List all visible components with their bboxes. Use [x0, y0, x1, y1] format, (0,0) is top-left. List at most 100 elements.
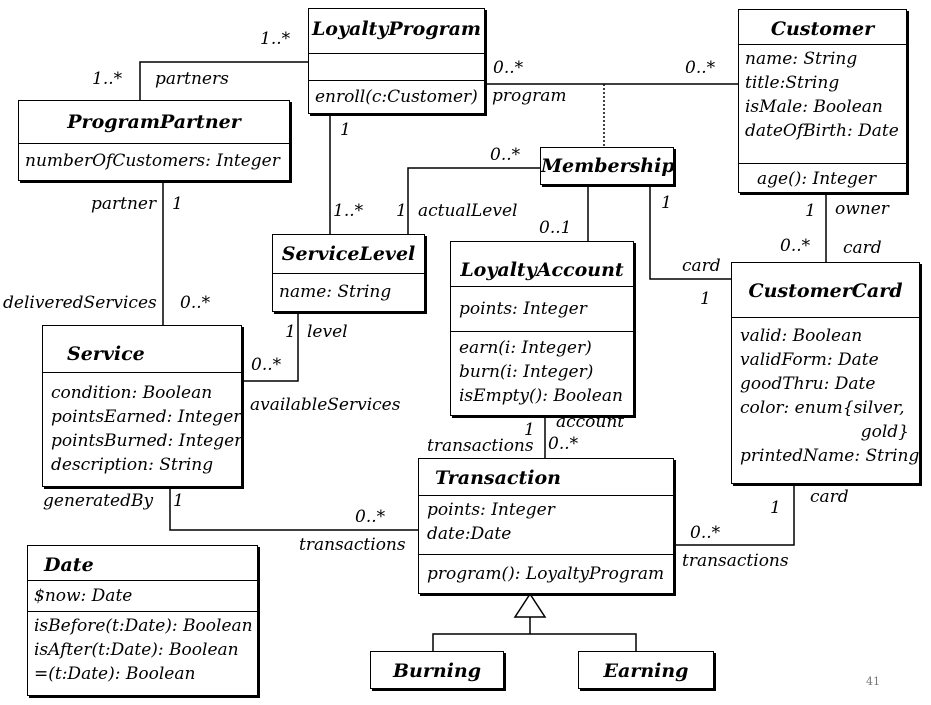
role-label: owner — [835, 199, 889, 219]
role-label: program — [492, 86, 567, 106]
operation-enroll: enroll(c:Customer) — [309, 80, 484, 113]
attribute: title:String — [745, 73, 840, 93]
role-label: level — [307, 322, 348, 342]
multiplicity-label: 1 — [285, 322, 296, 342]
operation: burn(i: Integer) — [459, 362, 594, 382]
class-name: LoyaltyAccount — [460, 259, 624, 281]
attribute: description: String — [51, 455, 214, 475]
multiplicity-label: 1 — [805, 201, 816, 221]
role-label: transactions — [427, 436, 534, 456]
class-customer-card: CustomerCard valid: Boolean validForm: D… — [731, 262, 920, 484]
class-burning: Burning — [370, 651, 504, 689]
role-label: generatedBy — [43, 491, 154, 511]
class-service: Service condition: Boolean pointsEarned:… — [42, 325, 242, 487]
attribute: goodThru: Date — [740, 374, 876, 394]
attribute-section: name: String title:String isMale: Boolea… — [739, 44, 906, 163]
class-name: CustomerCard — [748, 280, 903, 302]
attribute: pointsEarned: Integer — [51, 407, 242, 427]
attribute: validForm: Date — [740, 350, 879, 370]
multiplicity-label: 1 — [524, 420, 535, 440]
role-label: actualLevel — [418, 201, 518, 221]
class-name: Customer — [770, 18, 875, 40]
attribute: name: String — [745, 49, 858, 69]
role-label: transactions — [299, 535, 406, 555]
multiplicity-label: 1..* — [333, 201, 364, 221]
attribute: isMale: Boolean — [745, 97, 883, 117]
multiplicity-label: 1 — [340, 120, 351, 140]
multiplicity-label: 0..* — [548, 434, 579, 454]
attribute: $now: Date — [28, 580, 257, 611]
operation: isEmpty(): Boolean — [459, 386, 623, 406]
operation-section: earn(i: Integer) burn(i: Integer) isEmpt… — [451, 331, 633, 408]
multiplicity-label: 1 — [172, 194, 183, 214]
attribute: numberOfCustomers: Integer — [19, 143, 289, 178]
role-label: card — [682, 256, 721, 276]
attribute: condition: Boolean — [51, 383, 213, 403]
operation: isBefore(t:Date): Boolean — [34, 616, 253, 636]
multiplicity-label: 0..* — [490, 145, 521, 165]
attribute: points: Integer — [451, 286, 633, 331]
assoc-servicelevel-service — [242, 312, 299, 382]
operation: isAfter(t:Date): Boolean — [34, 640, 239, 660]
multiplicity-label: 1..* — [260, 29, 291, 49]
attribute: color: enum{silver, — [740, 398, 905, 418]
multiplicity-label: 1 — [396, 201, 407, 221]
class-name: Membership — [541, 155, 675, 177]
role-label: partner — [91, 194, 157, 214]
class-name: Burning — [392, 660, 481, 682]
class-name: LoyaltyProgram — [311, 18, 482, 40]
class-membership: Membership — [540, 147, 675, 185]
assoc-card-transaction — [674, 484, 795, 546]
class-customer: Customer name: String title:String isMal… — [738, 9, 907, 193]
assoc-membership-servicelevel — [407, 167, 540, 234]
attribute-section — [309, 53, 484, 80]
multiplicity-label: 0..* — [355, 507, 386, 527]
assoc-membership-card — [649, 185, 731, 280]
attribute-section: points: Integer date:Date — [419, 495, 673, 554]
assoc-program-partner — [139, 61, 308, 100]
multiplicity-label: 1 — [700, 289, 711, 309]
role-label: card — [810, 487, 849, 507]
role-label: account — [556, 412, 625, 432]
attribute: pointsBurned: Integer — [51, 431, 243, 451]
class-name: Earning — [603, 660, 689, 682]
class-program-partner: ProgramPartner numberOfCustomers: Intege… — [18, 100, 290, 181]
attribute: points: Integer — [427, 500, 555, 520]
operation: earn(i: Integer) — [459, 338, 592, 358]
multiplicity-label: 0..1 — [539, 218, 572, 238]
multiplicity-label: 0..* — [180, 293, 211, 313]
multiplicity-label: 0..* — [493, 58, 524, 78]
multiplicity-label: 1 — [173, 491, 184, 511]
role-label: deliveredServices — [3, 293, 157, 313]
multiplicity-label: 1..* — [92, 69, 123, 89]
operation: =(t:Date): Boolean — [34, 664, 196, 684]
class-service-level: ServiceLevel name: String — [272, 234, 425, 312]
multiplicity-label: 0..* — [690, 523, 721, 543]
multiplicity-label: 1 — [770, 498, 781, 518]
generalization-branches — [432, 633, 637, 651]
class-name: Transaction — [435, 467, 561, 489]
attribute-section: valid: Boolean validForm: Date goodThru:… — [732, 317, 919, 468]
attribute: printedName: String — [740, 446, 920, 466]
multiplicity-label: 1 — [661, 193, 672, 213]
class-name: Date — [44, 554, 94, 576]
class-transaction: Transaction points: Integer date:Date pr… — [418, 458, 674, 594]
assoc-service-transaction — [169, 487, 418, 531]
class-name: ServiceLevel — [281, 243, 416, 265]
operation-age: age(): Integer — [739, 163, 906, 194]
multiplicity-label: 0..* — [251, 355, 282, 375]
attribute-section: condition: Boolean pointsEarned: Integer… — [43, 372, 243, 477]
attribute: valid: Boolean — [740, 326, 863, 346]
page-number: 41 — [866, 675, 880, 688]
generalization-arrow — [513, 592, 547, 618]
attribute: date:Date — [427, 524, 512, 544]
attribute: dateOfBirth: Date — [745, 121, 899, 141]
role-label: availableServices — [250, 395, 401, 415]
class-name: Service — [67, 343, 145, 365]
class-loyalty-account: LoyaltyAccount points: Integer earn(i: I… — [450, 241, 634, 416]
multiplicity-label: 0..* — [780, 236, 811, 256]
class-loyalty-program: LoyaltyProgram enroll(c:Customer) — [308, 8, 485, 114]
class-name: ProgramPartner — [67, 111, 241, 133]
role-label: partners — [155, 69, 229, 89]
